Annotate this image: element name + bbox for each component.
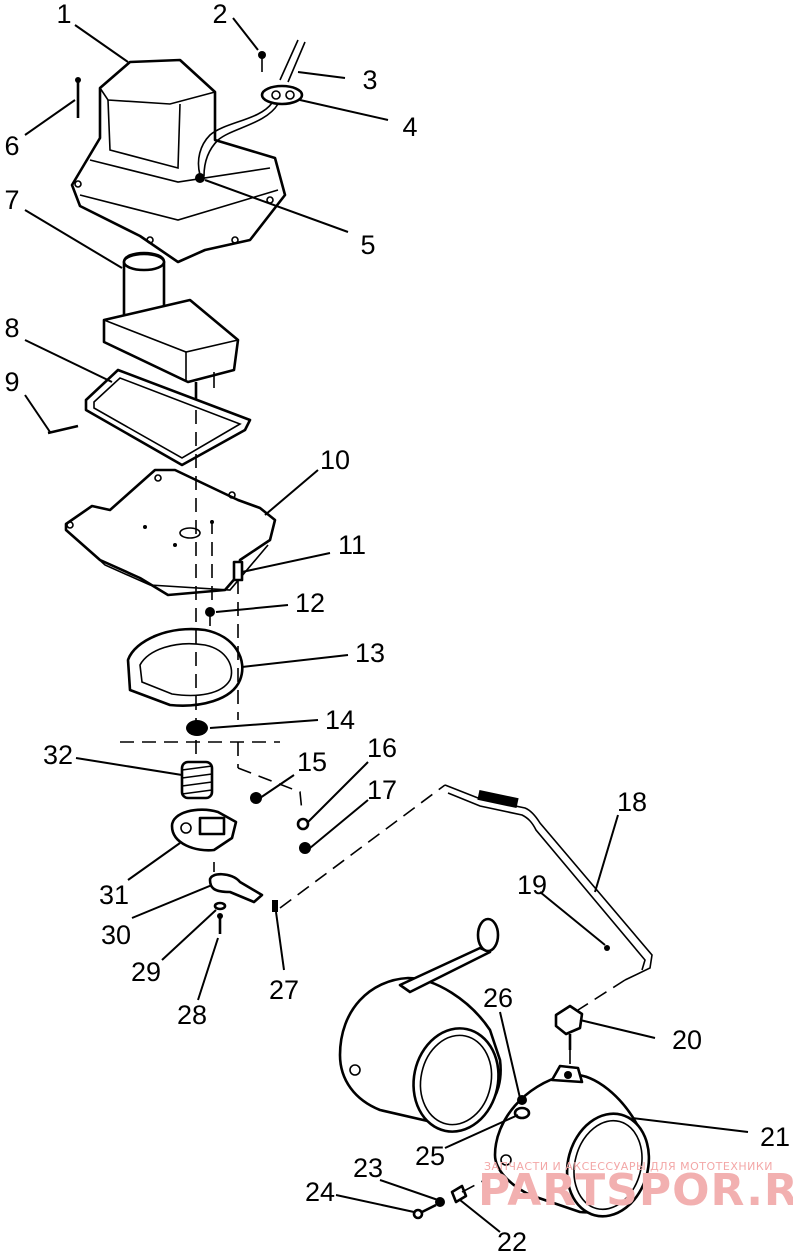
callout-2: 2 [212, 0, 227, 29]
callout-28: 28 [177, 1000, 207, 1030]
cable-and-grommet [197, 39, 306, 177]
callout-16: 16 [367, 733, 397, 763]
callout-13: 13 [355, 638, 385, 668]
callout-25: 25 [415, 1141, 445, 1171]
callout-24: 24 [305, 1177, 335, 1207]
throttle-body-left [338, 917, 502, 1133]
screw-set-22-24 [412, 1184, 468, 1220]
callout-11: 11 [338, 530, 366, 560]
cam-31 [170, 792, 262, 852]
watermark: ЗАПЧАСТИ И АКСЕССУАРЫ ДЛЯ МОТОТЕХНИКИ PA… [478, 1160, 793, 1216]
callout-15: 15 [297, 747, 327, 777]
callout-32: 32 [43, 740, 73, 770]
callout-21: 21 [760, 1122, 790, 1152]
callout-31: 31 [99, 880, 129, 910]
callout-22: 22 [497, 1227, 527, 1254]
cover-housing [70, 58, 287, 264]
spring-32 [180, 760, 214, 800]
base-plate-10 [64, 468, 277, 597]
gasket-13 [126, 627, 244, 707]
watermark-tagline: ЗАПЧАСТИ И АКСЕССУАРЫ ДЛЯ МОТОТЕХНИКИ [484, 1160, 773, 1173]
washers-25-26 [513, 1095, 531, 1120]
callout-8: 8 [4, 313, 19, 343]
screw-2 [258, 51, 266, 72]
callout-23: 23 [353, 1153, 383, 1183]
leader-lines [24, 17, 749, 1233]
callout-5: 5 [360, 230, 375, 260]
bushing-14 [186, 720, 208, 736]
gasket-8 [84, 368, 252, 467]
callout-18: 18 [617, 787, 647, 817]
callout-1: 1 [56, 0, 71, 29]
callout-26: 26 [483, 983, 513, 1013]
link-27 [272, 900, 278, 912]
callout-9: 9 [4, 367, 19, 397]
washers-16-17 [296, 817, 311, 854]
screw-11 [232, 560, 244, 582]
callout-14: 14 [325, 705, 355, 735]
callout-12: 12 [295, 588, 325, 618]
ball-joint-20 [554, 1004, 584, 1050]
callout-6: 6 [4, 131, 19, 161]
part-drawings [47, 39, 653, 1220]
actuator-7 [102, 251, 240, 410]
callout-labels: 1 2 3 4 5 6 7 8 9 10 11 12 13 14 15 16 1… [4, 0, 790, 1254]
watermark-brand: PARTSPOR.RU [478, 1165, 793, 1216]
callout-27: 27 [269, 975, 299, 1005]
callout-10: 10 [320, 445, 350, 475]
alignment-lines [120, 410, 626, 1193]
callout-30: 30 [101, 920, 131, 950]
callout-7: 7 [4, 185, 19, 215]
screw-12 [205, 607, 215, 626]
callout-3: 3 [362, 65, 377, 95]
callout-29: 29 [131, 957, 161, 987]
clip-19 [604, 945, 610, 951]
callout-20: 20 [672, 1025, 702, 1055]
pin-6 [75, 77, 81, 118]
callout-19: 19 [517, 870, 547, 900]
callout-17: 17 [367, 775, 397, 805]
pin-9 [47, 424, 79, 435]
lever-30 [208, 872, 264, 934]
callout-4: 4 [402, 112, 417, 142]
throttle-body-21 [493, 1064, 651, 1218]
